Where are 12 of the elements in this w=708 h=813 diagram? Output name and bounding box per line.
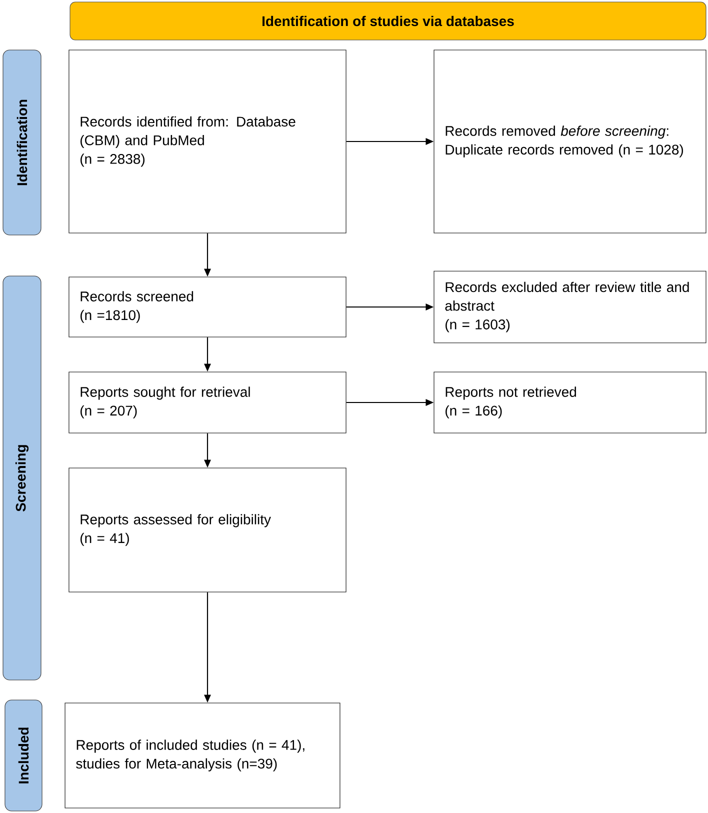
process-box: Reports sought for retrieval (n = 207)	[68, 372, 346, 434]
process-box: Records removed before screening: Duplicate records removed (n = 1028)	[434, 50, 706, 234]
phase-label: Included	[4, 700, 42, 812]
phase-label: Screening	[2, 276, 42, 680]
process-box: Records screened (n =1810)	[68, 276, 346, 338]
process-box: Reports not retrieved (n = 166)	[434, 372, 706, 434]
process-box: Reports assessed for eligibility (n = 41)	[68, 468, 346, 592]
process-box: Records excluded after review title and abstract (n = 1603)	[434, 270, 706, 344]
phase-label: Identification	[2, 50, 42, 236]
process-box: Records identified from: Database (CBM) and PubMed (n = 2838)	[68, 50, 346, 234]
section-header: Identification of studies via databases	[70, 2, 706, 40]
process-box: Reports of included studies (n = 41), studies for Meta-analysis (n=39)	[64, 702, 340, 808]
